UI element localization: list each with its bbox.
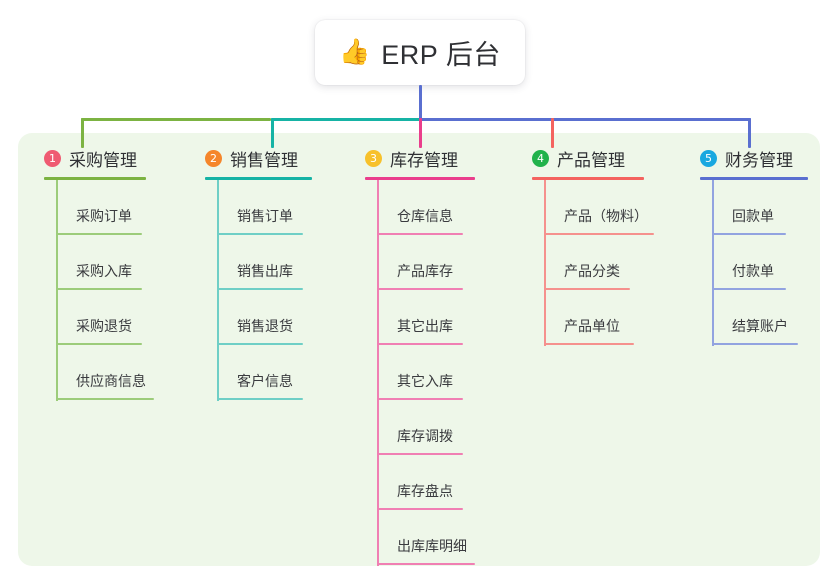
branch-rule-3	[365, 177, 475, 180]
item-rule	[712, 288, 786, 290]
item-rule	[217, 288, 303, 290]
branch-rule-4	[532, 177, 644, 180]
branch-column-1: 1 采购管理 采购订单 采购入库 采购退货 供应商信息	[44, 146, 194, 401]
item-rule	[377, 233, 463, 235]
item-rule	[217, 343, 303, 345]
item-label: 库存盘点	[397, 483, 453, 499]
item-rule	[377, 398, 463, 400]
branch-trunk-4	[544, 180, 546, 346]
branch-badge-5: 5	[700, 149, 717, 167]
item-rule	[377, 288, 463, 290]
branch-trunk-2	[217, 180, 219, 401]
diagram-panel	[18, 133, 820, 566]
item-rule	[377, 508, 463, 510]
item-rule	[377, 453, 463, 455]
branch-column-3: 3 库存管理 仓库信息 产品库存 其它出库 其它入库 库存调拨	[365, 146, 515, 566]
drop-connector-3	[419, 118, 422, 148]
drop-connector-4	[551, 118, 554, 148]
branch-badge-2: 2	[205, 149, 222, 167]
branch-header-3[interactable]: 3 库存管理	[365, 146, 515, 170]
item-label: 付款单	[732, 263, 774, 279]
root-node-card[interactable]: 👍 ERP 后台	[315, 20, 525, 85]
branch-header-5[interactable]: 5 财务管理	[700, 146, 839, 170]
item-label: 产品分类	[564, 263, 620, 279]
item-label: 库存调拨	[397, 428, 453, 444]
drop-connector-5	[748, 118, 751, 148]
root-stem-connector	[419, 85, 422, 121]
item-label: 产品单位	[564, 318, 620, 334]
bus-segment-green	[81, 118, 271, 121]
item-rule	[56, 343, 142, 345]
root-node-title: ERP 后台	[381, 40, 501, 70]
branch-trunk-3	[377, 180, 379, 566]
thumbs-up-icon: 👍	[339, 38, 371, 66]
branch-header-2[interactable]: 2 销售管理	[205, 146, 355, 170]
item-rule	[377, 563, 475, 565]
item-label: 回款单	[732, 208, 774, 224]
bus-segment-indigo	[419, 118, 751, 121]
branch-badge-3: 3	[365, 149, 382, 167]
branch-title-1: 采购管理	[69, 150, 137, 170]
item-rule	[377, 343, 463, 345]
item-rule	[56, 288, 142, 290]
branch-rule-1	[44, 177, 146, 180]
item-rule	[712, 343, 798, 345]
drop-connector-1	[81, 118, 84, 148]
item-label: 销售出库	[237, 263, 293, 279]
branch-badge-4: 4	[532, 149, 549, 167]
branch-trunk-5	[712, 180, 714, 346]
item-label: 销售退货	[237, 318, 293, 334]
item-label: 产品库存	[397, 263, 453, 279]
item-label: 采购订单	[76, 208, 132, 224]
drop-connector-2	[271, 118, 274, 148]
branch-header-4[interactable]: 4 产品管理	[532, 146, 692, 170]
bus-segment-teal	[271, 118, 421, 121]
branch-column-2: 2 销售管理 销售订单 销售出库 销售退货 客户信息	[205, 146, 355, 401]
branch-column-4: 4 产品管理 产品（物料） 产品分类 产品单位	[532, 146, 692, 346]
item-label: 其它出库	[397, 318, 453, 334]
item-rule	[56, 233, 142, 235]
item-rule	[544, 288, 630, 290]
branch-title-4: 产品管理	[557, 150, 625, 170]
item-label: 采购退货	[76, 318, 132, 334]
item-label: 供应商信息	[76, 373, 146, 389]
branch-rule-5	[700, 177, 808, 180]
item-rule	[544, 233, 654, 235]
branch-title-5: 财务管理	[725, 150, 793, 170]
item-label: 销售订单	[237, 208, 293, 224]
item-rule	[217, 233, 303, 235]
item-label: 其它入库	[397, 373, 453, 389]
item-rule	[217, 398, 303, 400]
branch-title-2: 销售管理	[230, 150, 298, 170]
item-rule	[712, 233, 786, 235]
item-label: 仓库信息	[397, 208, 453, 224]
item-label: 客户信息	[237, 373, 293, 389]
branch-badge-1: 1	[44, 149, 61, 167]
item-rule	[544, 343, 634, 345]
item-label: 采购入库	[76, 263, 132, 279]
branch-trunk-1	[56, 180, 58, 401]
branch-header-1[interactable]: 1 采购管理	[44, 146, 194, 170]
branch-rule-2	[205, 177, 312, 180]
item-rule	[56, 398, 154, 400]
item-label: 结算账户	[732, 318, 788, 334]
branch-column-5: 5 财务管理 回款单 付款单 结算账户	[700, 146, 839, 346]
branch-title-3: 库存管理	[390, 150, 458, 170]
item-label: 出库库明细	[397, 538, 467, 554]
item-label: 产品（物料）	[564, 208, 648, 224]
